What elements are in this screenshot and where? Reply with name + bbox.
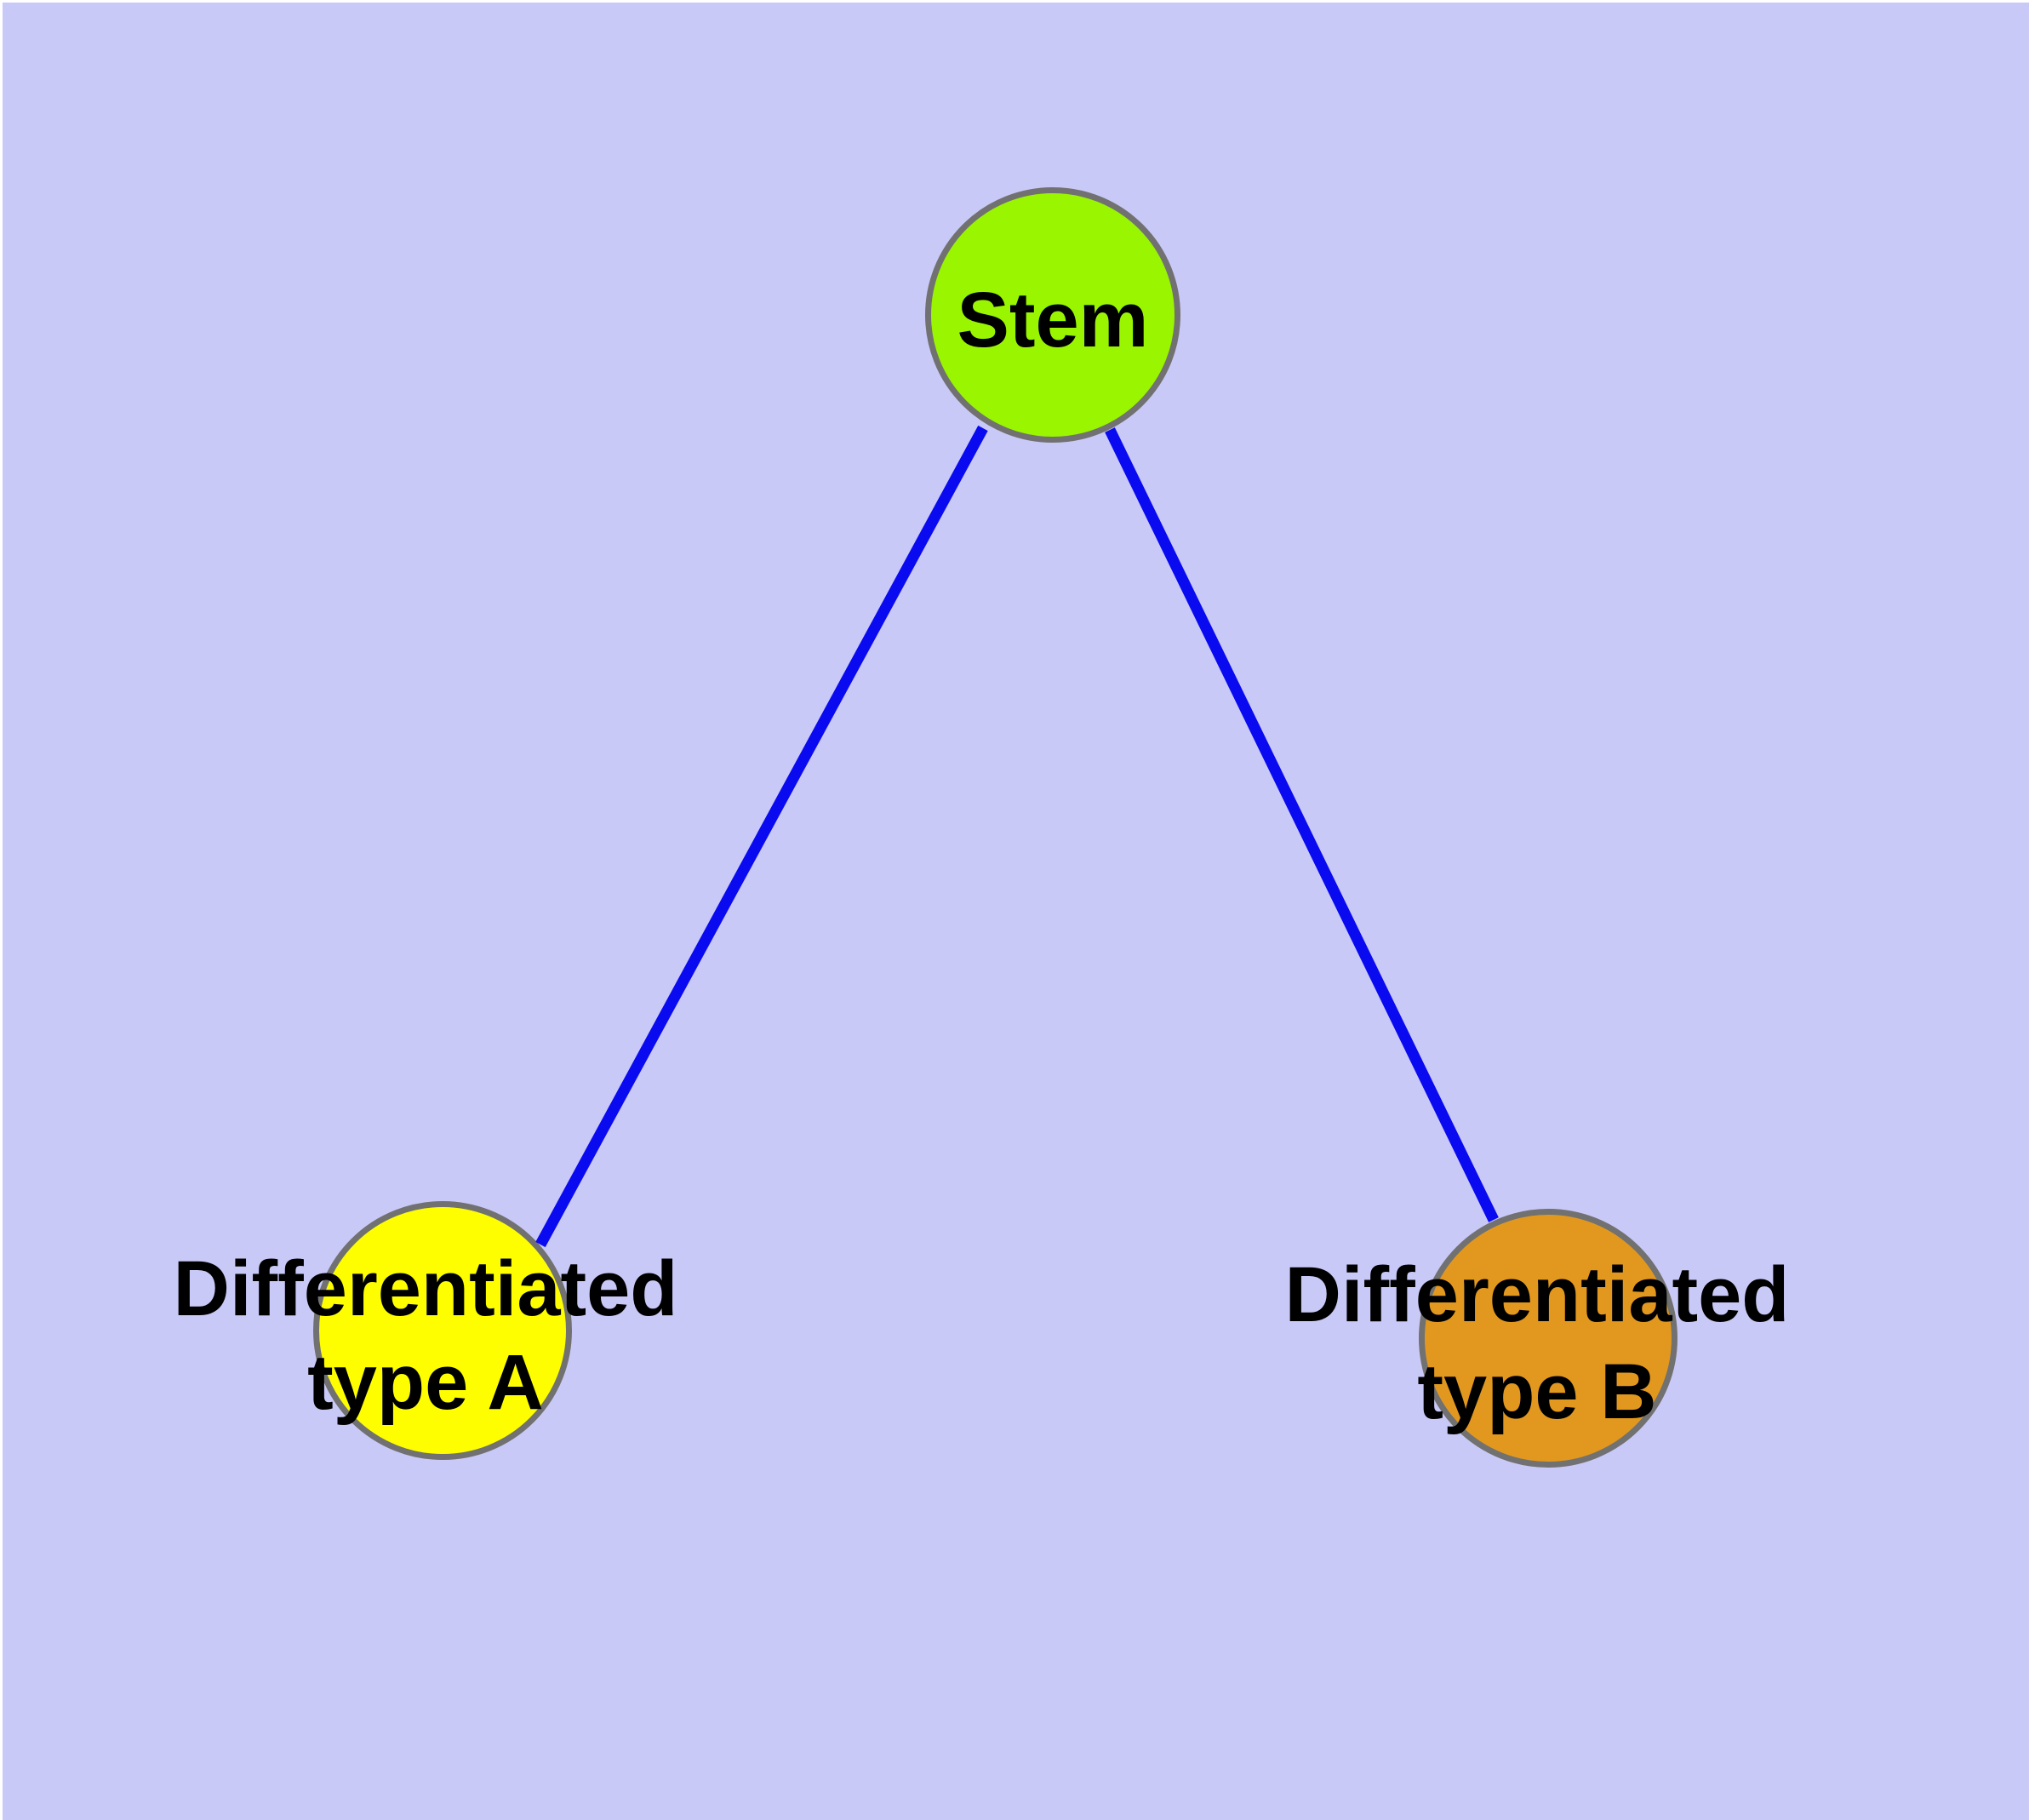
node-type-b-label-line2: type B — [1417, 1348, 1656, 1435]
edge-stem-to-type-a — [535, 425, 988, 1248]
node-type-b — [1419, 1209, 1677, 1468]
node-stem — [925, 187, 1180, 443]
node-type-a-label-line1: Differentiated — [174, 1245, 678, 1332]
node-stem-label: Stem — [957, 277, 1149, 363]
node-type-a-label-line2: type A — [307, 1339, 544, 1426]
edge-stem-to-type-b — [1105, 427, 1499, 1222]
node-type-a — [313, 1201, 572, 1460]
node-type-b-label-line1: Differentiated — [1285, 1251, 1790, 1338]
